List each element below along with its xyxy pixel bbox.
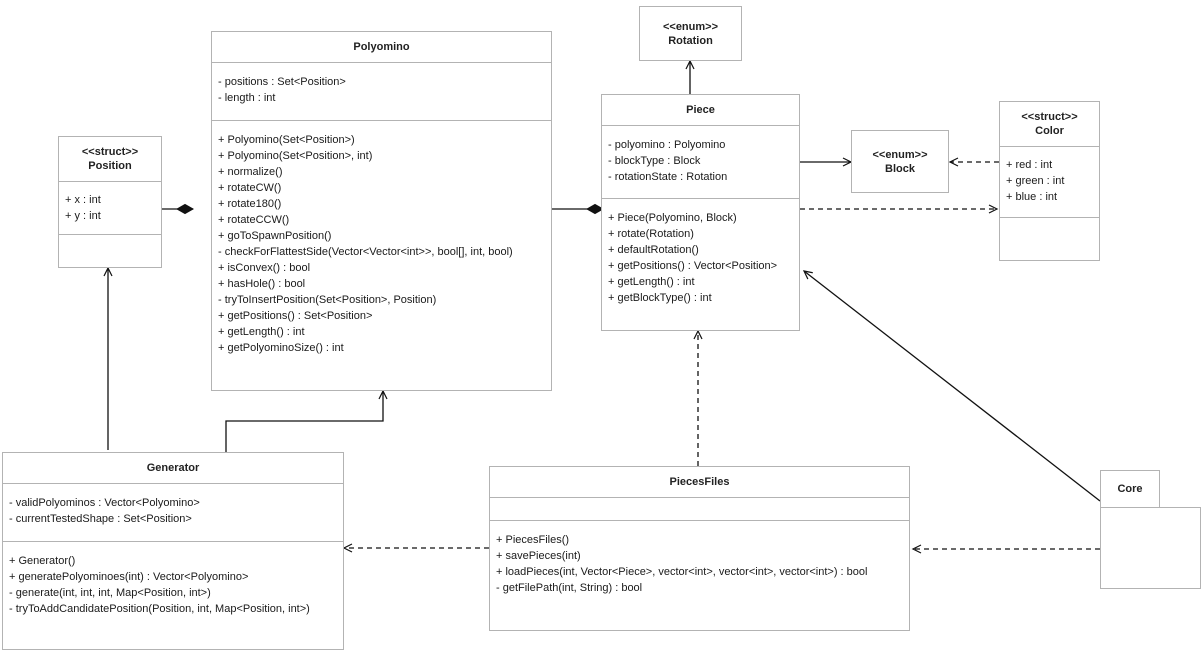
attribute: + red : int xyxy=(1006,159,1053,171)
class-separator xyxy=(602,125,799,126)
class-name-piece: Piece xyxy=(686,104,715,116)
class-attributes-polyomino: - positions : Set<Position> - length : i… xyxy=(212,63,551,120)
method: + Polyomino(Set<Position>, int) xyxy=(218,150,373,162)
method: - generate(int, int, int, Map<Position, … xyxy=(9,587,211,599)
class-methods-position xyxy=(59,235,161,267)
class-box-generator[interactable]: Generator - validPolyominos : Vector<Pol… xyxy=(2,452,344,650)
attribute: - positions : Set<Position> xyxy=(218,76,346,88)
class-stereotype-position: <<struct>> xyxy=(81,146,139,158)
method: - checkForFlattestSide(Vector<Vector<int… xyxy=(218,246,513,258)
method: + getLength() : int xyxy=(608,276,695,288)
method: + generatePolyominoes(int) : Vector<Poly… xyxy=(9,571,249,583)
attribute: - length : int xyxy=(218,92,276,104)
class-separator xyxy=(212,62,551,63)
method: + normalize() xyxy=(218,166,283,178)
class-separator xyxy=(602,198,799,199)
class-name-polyomino: Polyomino xyxy=(353,41,410,53)
class-stereotype-block: <<enum>> xyxy=(872,148,928,161)
class-separator xyxy=(3,483,343,484)
class-separator xyxy=(59,181,161,182)
class-box-piece[interactable]: Piece - polyomino : Polyomino - blockTyp… xyxy=(601,94,800,331)
class-methods-piecesfiles: + PiecesFiles() + savePieces(int) + load… xyxy=(490,521,909,630)
package-body-core xyxy=(1100,507,1201,589)
method: + getPositions() : Vector<Position> xyxy=(608,260,778,272)
method: + rotate180() xyxy=(218,198,282,210)
class-separator xyxy=(490,497,909,498)
package-tab-core: Core xyxy=(1100,470,1160,508)
class-title-block: <<enum>>Block xyxy=(852,148,948,176)
class-separator xyxy=(3,541,343,542)
method: + PiecesFiles() xyxy=(496,534,570,546)
method: + getPolyominoSize() : int xyxy=(218,342,344,354)
class-methods-piece: + Piece(Polyomino, Block) + rotate(Rotat… xyxy=(602,199,799,330)
method: + rotateCCW() xyxy=(218,214,290,226)
attribute: + x : int xyxy=(65,194,101,206)
class-attributes-piecesfiles xyxy=(490,498,909,520)
class-separator xyxy=(490,520,909,521)
method: - tryToAddCandidatePosition(Position, in… xyxy=(9,603,310,615)
method: + Generator() xyxy=(9,555,76,567)
method: - getFilePath(int, String) : bool xyxy=(496,582,643,594)
class-title-rotation: <<enum>>Rotation xyxy=(640,20,741,48)
class-box-color[interactable]: <<struct>> Color + red : int + green : in… xyxy=(999,101,1100,261)
edge-generator-polyomino xyxy=(225,389,388,452)
class-attributes-position: + x : int + y : int xyxy=(59,182,161,234)
class-separator xyxy=(1000,217,1099,218)
class-name-piecesfiles: PiecesFiles xyxy=(669,476,730,488)
package-name-core: Core xyxy=(1117,483,1143,495)
class-box-piecesfiles[interactable]: PiecesFiles + PiecesFiles() + savePieces… xyxy=(489,466,910,631)
method: + getPositions() : Set<Position> xyxy=(218,310,373,322)
class-methods-color xyxy=(1000,218,1099,260)
class-separator xyxy=(212,120,551,121)
method: + getBlockType() : int xyxy=(608,292,712,304)
attribute: - validPolyominos : Vector<Polyomino> xyxy=(9,497,200,509)
class-title-color: <<struct>> Color xyxy=(1000,102,1099,146)
method: + Polyomino(Set<Position>) xyxy=(218,134,355,146)
class-box-rotation[interactable]: <<enum>>Rotation xyxy=(639,6,742,61)
class-title-position: <<struct>> Position xyxy=(59,137,161,181)
method: + Piece(Polyomino, Block) xyxy=(608,212,737,224)
class-name-color: Color xyxy=(1035,125,1064,137)
class-box-polyomino[interactable]: Polyomino - positions : Set<Position> - … xyxy=(211,31,552,391)
class-name-rotation: Rotation xyxy=(668,34,713,47)
method: + loadPieces(int, Vector<Piece>, vector<… xyxy=(496,566,868,578)
attribute: - rotationState : Rotation xyxy=(608,171,728,183)
class-name-position: Position xyxy=(88,160,132,172)
method: + rotateCW() xyxy=(218,182,282,194)
package-core[interactable]: Core xyxy=(1100,470,1201,589)
class-stereotype-color: <<struct>> xyxy=(1021,111,1078,123)
class-box-block[interactable]: <<enum>>Block xyxy=(851,130,949,193)
class-attributes-color: + red : int + green : int + blue : int xyxy=(1000,147,1099,217)
class-box-position[interactable]: <<struct>> Position + x : int + y : int xyxy=(58,136,162,268)
attribute: - polyomino : Polyomino xyxy=(608,139,726,151)
method: + defaultRotation() xyxy=(608,244,699,256)
class-separator xyxy=(1000,146,1099,147)
attribute: + green : int xyxy=(1006,175,1065,187)
class-methods-generator: + Generator() + generatePolyominoes(int)… xyxy=(3,542,343,649)
class-attributes-piece: - polyomino : Polyomino - blockType : Bl… xyxy=(602,126,799,198)
class-name-generator: Generator xyxy=(146,462,200,474)
method: + rotate(Rotation) xyxy=(608,228,694,240)
class-stereotype-rotation: <<enum>> xyxy=(662,20,719,33)
attribute: - currentTestedShape : Set<Position> xyxy=(9,513,192,525)
method: + isConvex() : bool xyxy=(218,262,311,274)
attribute: + blue : int xyxy=(1006,191,1058,203)
method: + savePieces(int) xyxy=(496,550,581,562)
class-methods-polyomino: + Polyomino(Set<Position>) + Polyomino(S… xyxy=(212,121,551,390)
attribute: - blockType : Block xyxy=(608,155,701,167)
class-attributes-generator: - validPolyominos : Vector<Polyomino> - … xyxy=(3,484,343,541)
method: + hasHole() : bool xyxy=(218,278,306,290)
method: - tryToInsertPosition(Set<Position>, Pos… xyxy=(218,294,437,306)
class-separator xyxy=(59,234,161,235)
method: + goToSpawnPosition() xyxy=(218,230,332,242)
method: + getLength() : int xyxy=(218,326,305,338)
attribute: + y : int xyxy=(65,210,101,222)
class-name-block: Block xyxy=(885,162,915,175)
